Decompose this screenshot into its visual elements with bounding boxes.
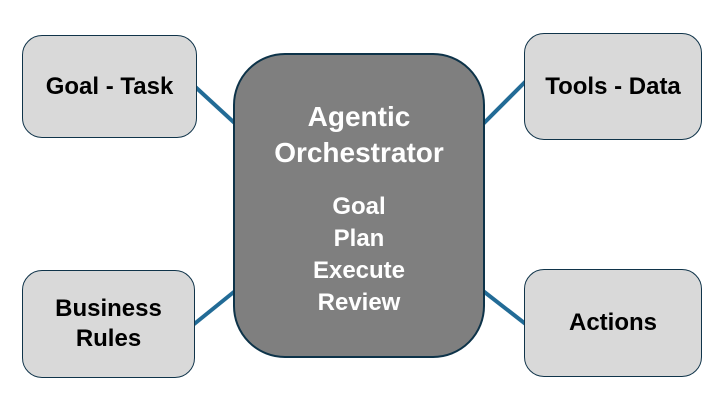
node-tools-data: Tools - Data	[524, 33, 702, 140]
connector-actions	[476, 285, 534, 331]
node-business-rules: Business Rules	[22, 270, 195, 378]
node-tools-data-label: Tools - Data	[545, 72, 681, 100]
node-goal-task: Goal - Task	[22, 35, 197, 138]
node-agentic-orchestrator: Agentic Orchestrator Goal Plan Execute R…	[233, 53, 485, 358]
orchestrator-steps: Goal Plan Execute Review	[235, 191, 483, 319]
node-actions-label: Actions	[568, 309, 657, 336]
connector-goal-task	[188, 80, 242, 130]
connector-tools-data	[478, 75, 532, 129]
step-execute: Execute	[312, 257, 406, 284]
node-business-rules-label: Business Rules	[55, 295, 162, 352]
node-actions: Actions	[524, 269, 702, 377]
orchestrator-title: Agentic Orchestrator	[274, 101, 444, 168]
step-goal: Goal	[332, 193, 386, 220]
step-plan: Plan	[333, 225, 385, 252]
step-review: Review	[317, 289, 401, 316]
node-goal-task-label: Goal - Task	[45, 72, 174, 100]
connector-business-rules	[186, 285, 242, 331]
